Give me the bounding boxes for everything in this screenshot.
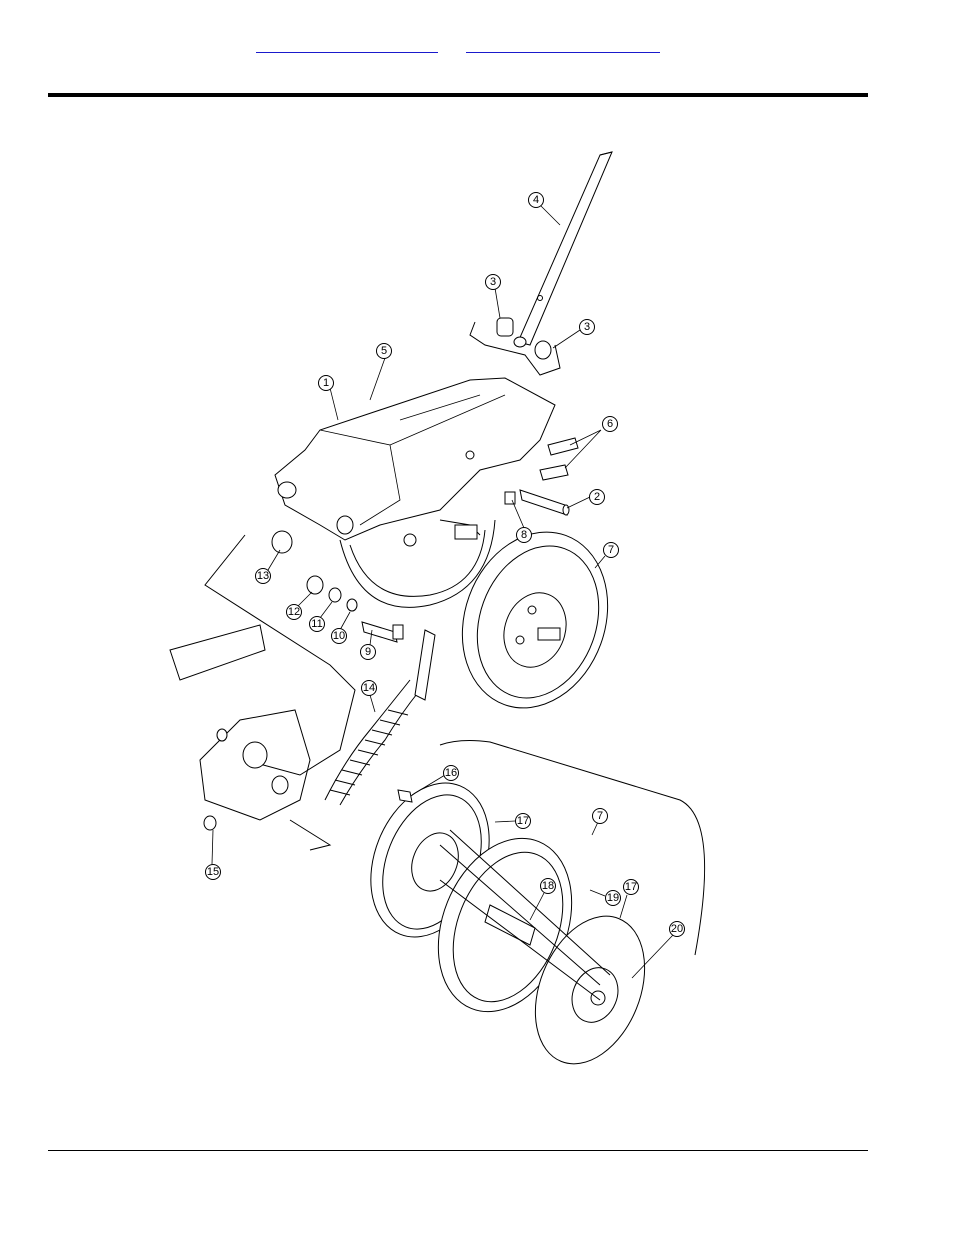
header-link-1[interactable]: [256, 30, 438, 53]
header-rule: [48, 93, 868, 97]
svg-text:7: 7: [597, 810, 603, 822]
svg-text:13: 13: [257, 570, 269, 582]
gauge-wheel-arm: [275, 378, 555, 540]
callout-c3a: 3: [486, 275, 501, 290]
svg-text:11: 11: [311, 618, 322, 630]
callout-c10: 10: [332, 629, 347, 644]
svg-text:18: 18: [542, 880, 554, 892]
svg-text:17: 17: [517, 815, 529, 827]
svg-text:3: 3: [584, 321, 590, 333]
spring: [325, 630, 435, 805]
svg-text:14: 14: [363, 682, 375, 694]
callout-c9: 9: [361, 645, 376, 660]
callout-c4: 4: [529, 193, 544, 208]
svg-text:4: 4: [533, 194, 539, 206]
svg-text:6: 6: [607, 418, 613, 430]
svg-text:8: 8: [521, 529, 527, 541]
svg-text:17: 17: [625, 881, 637, 893]
callout-c18: 18: [541, 879, 556, 894]
callout-c6: 6: [603, 417, 618, 432]
callout-c8: 8: [517, 528, 532, 543]
callout-c5: 5: [377, 344, 392, 359]
svg-text:10: 10: [333, 630, 345, 642]
callout-c19: 19: [606, 891, 621, 906]
svg-text:20: 20: [671, 923, 683, 935]
svg-text:9: 9: [365, 646, 371, 658]
svg-text:16: 16: [445, 767, 457, 779]
svg-text:19: 19: [607, 892, 619, 904]
svg-text:1: 1: [323, 377, 329, 389]
callout-c13: 13: [256, 569, 271, 584]
callout-c11: 11: [310, 617, 325, 632]
parts-diagram: 4 3 3 5 1 6 2 8 7 13 12 11 10 9 14 16 7 …: [165, 140, 710, 1075]
callout-c20: 20: [670, 922, 685, 937]
svg-text:7: 7: [608, 544, 614, 556]
lever-arm: [518, 152, 612, 345]
callout-c12: 12: [287, 605, 302, 620]
footer-rule: [48, 1150, 868, 1151]
svg-text:2: 2: [594, 491, 600, 503]
callout-c7b: 7: [593, 809, 608, 824]
callout-c3b: 3: [580, 320, 595, 335]
callout-c15: 15: [206, 865, 221, 880]
bushing-pair: [470, 318, 560, 375]
callout-c14: 14: [362, 681, 377, 696]
callout-c16: 16: [444, 766, 459, 781]
callout-c1: 1: [319, 376, 334, 391]
callout-c2: 2: [590, 490, 605, 505]
svg-text:12: 12: [288, 606, 300, 618]
callout-c7a: 7: [604, 543, 619, 558]
header-link-2[interactable]: [466, 30, 660, 53]
svg-text:3: 3: [490, 276, 496, 288]
exploded-wheel: [349, 741, 705, 1075]
svg-text:15: 15: [207, 866, 219, 878]
callout-c17a: 17: [516, 814, 531, 829]
svg-text:5: 5: [381, 345, 387, 357]
gauge-wheel-assembly: [438, 511, 631, 728]
pivot-hardware: [272, 531, 403, 642]
callout-c17b: 17: [624, 880, 639, 895]
